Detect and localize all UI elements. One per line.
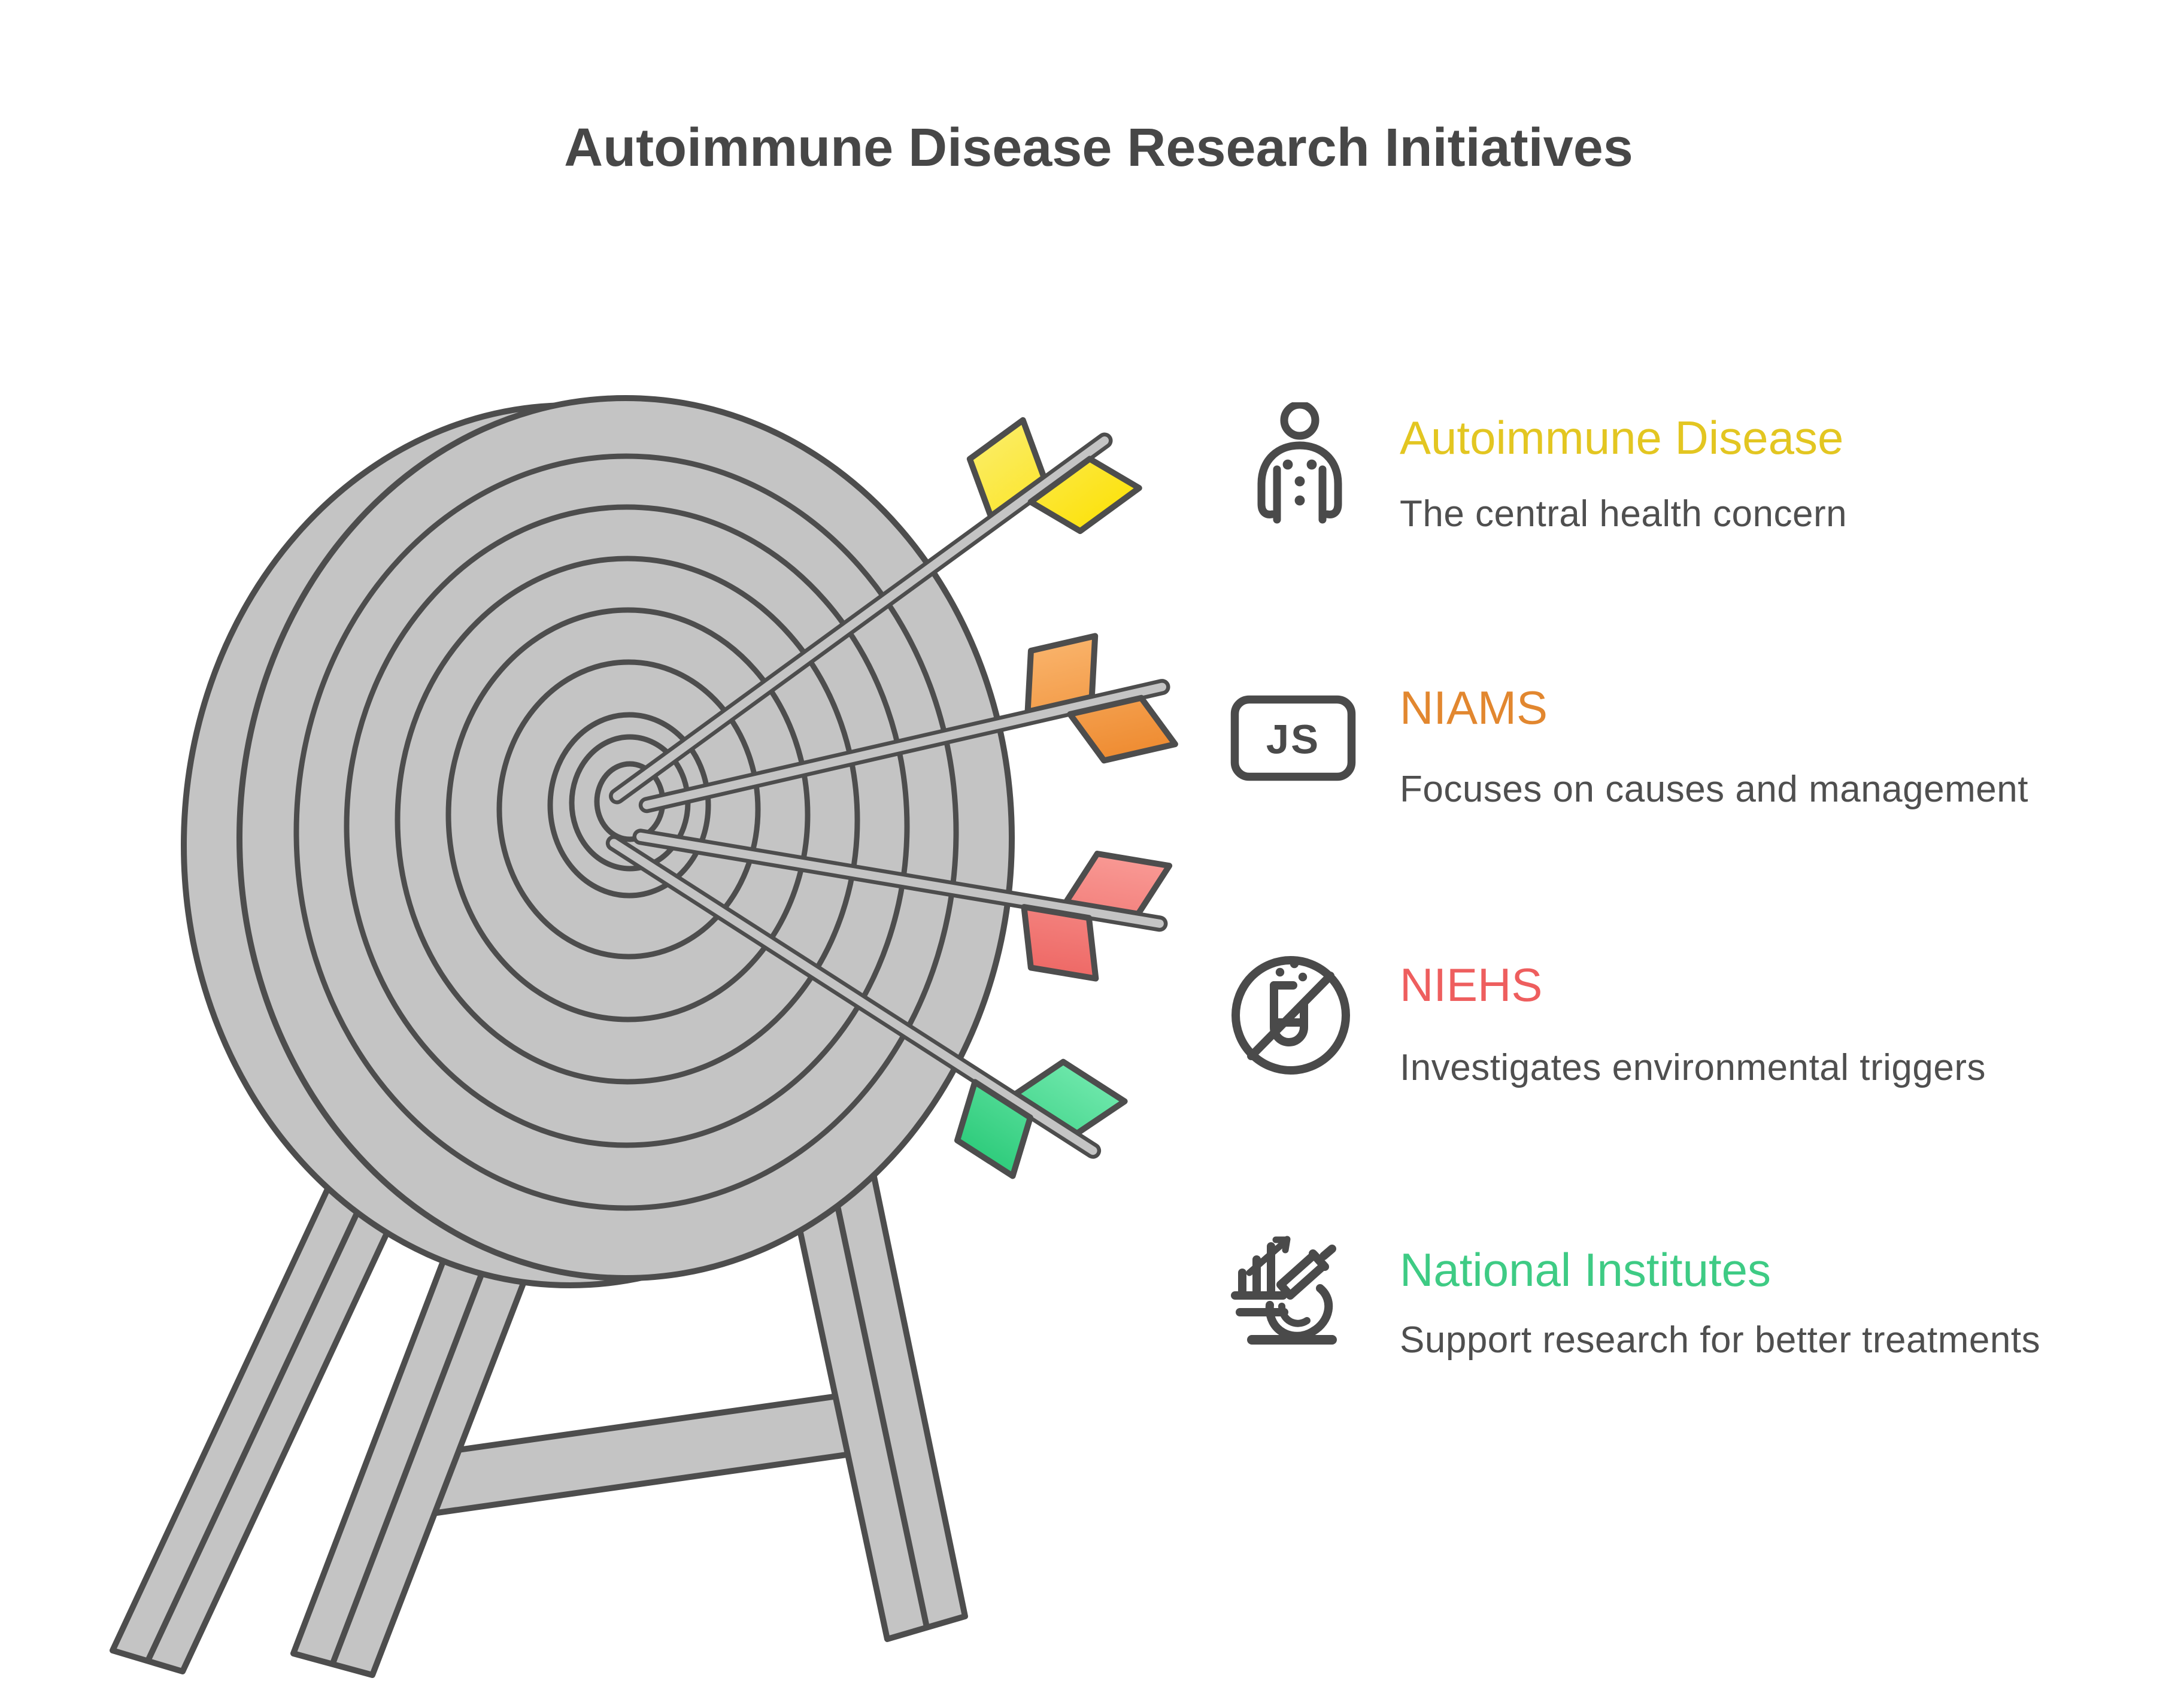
item-subtitle-niehs: Investigates environmental triggers — [1400, 1047, 1986, 1088]
item-subtitle-niams: Focuses on causes and management — [1400, 769, 2028, 810]
item-subtitle-autoimmune: The central health concern — [1400, 493, 1848, 535]
item-heading-national-institutes: National Institutes — [1400, 1243, 1772, 1296]
arrow-yellow — [609, 417, 1142, 805]
person-icon — [1248, 400, 1368, 529]
item-heading-niams: NIAMS — [1400, 681, 1548, 734]
arrow-green — [605, 835, 1128, 1179]
item-heading-autoimmune: Autoimmune Disease — [1400, 411, 1844, 464]
js-badge-icon: JS — [1228, 693, 1358, 783]
arrow-orange — [638, 633, 1178, 814]
no-chemicals-icon — [1226, 951, 1363, 1078]
stand-crossbar — [413, 1391, 858, 1519]
board-rings — [293, 453, 959, 1211]
js-badge-label: JS — [1266, 717, 1320, 763]
arrows — [605, 417, 1178, 1179]
item-heading-niehs: NIEHS — [1400, 958, 1543, 1011]
page-title: Autoimmune Disease Research Initiatives — [564, 118, 1633, 178]
target-board — [181, 395, 1015, 1288]
microscope-icon — [1224, 1226, 1366, 1349]
arrow-red — [632, 829, 1173, 982]
target-stand — [110, 1137, 968, 1678]
item-subtitle-national-institutes: Support research for better treatments — [1400, 1319, 2041, 1361]
